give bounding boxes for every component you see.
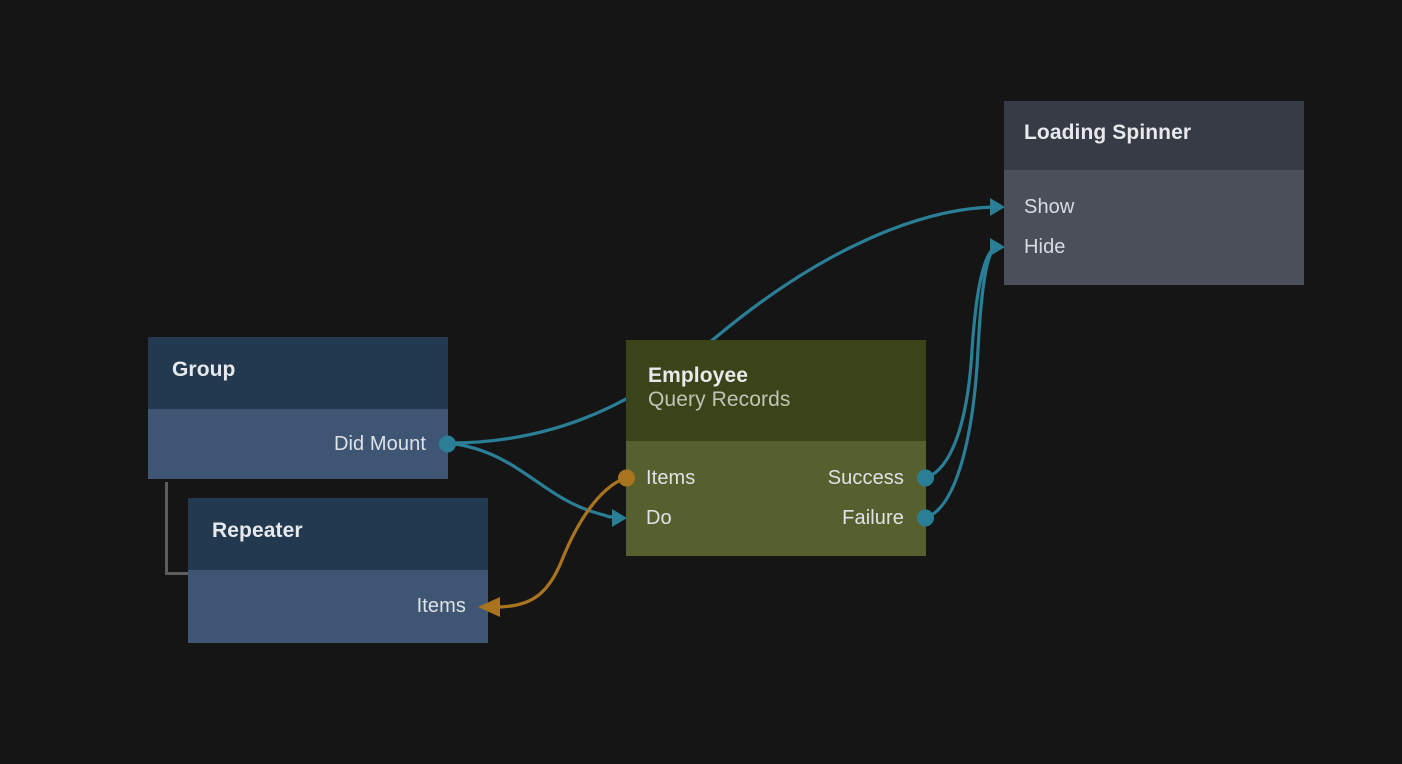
port-label-employee-do: Do	[646, 506, 672, 529]
node-repeater-header[interactable]: Repeater	[188, 498, 488, 570]
port-label-repeater-items: Items	[416, 595, 466, 617]
node-repeater[interactable]: Repeater Items	[188, 498, 488, 643]
port-row-spinner-show[interactable]: Show	[990, 187, 1304, 227]
node-repeater-title: Repeater	[212, 519, 303, 542]
node-loading-spinner[interactable]: Loading Spinner Show Hide	[990, 101, 1304, 285]
port-row-employee-items[interactable]: Items Success	[618, 458, 934, 498]
node-loading-spinner-header[interactable]: Loading Spinner	[1004, 101, 1304, 170]
port-label-spinner-hide: Hide	[1024, 235, 1066, 258]
node-group-title: Group	[172, 358, 236, 381]
node-loading-spinner-body: Show Hide	[990, 170, 1304, 285]
node-group[interactable]: Group Did Mount	[148, 337, 456, 479]
port-label-did-mount: Did Mount	[333, 432, 426, 455]
node-group-body: Did Mount	[148, 409, 456, 479]
node-employee-title: Employee	[648, 364, 749, 387]
port-label-spinner-show: Show	[1024, 195, 1075, 218]
port-row-repeater-items[interactable]: Items	[188, 570, 488, 643]
node-repeater-body: Items	[188, 570, 488, 643]
node-employee-header[interactable]: Employee Query Records	[626, 340, 926, 441]
port-row-employee-do[interactable]: Do Failure	[612, 498, 934, 538]
edge-success-to-hide	[923, 245, 998, 480]
port-label-employee-items: Items	[646, 466, 696, 489]
node-employee-subtitle: Query Records	[648, 387, 791, 411]
port-arrow-spinner-hide-icon[interactable]	[990, 238, 1005, 256]
port-arrow-spinner-show-icon[interactable]	[990, 198, 1005, 216]
port-arrow-employee-do-icon[interactable]	[612, 509, 627, 527]
tree-connector-group-to-repeater	[165, 482, 191, 575]
node-loading-spinner-title: Loading Spinner	[1024, 121, 1192, 144]
port-label-employee-success: Success	[827, 466, 904, 489]
node-employee[interactable]: Employee Query Records Items Success Do …	[612, 340, 934, 556]
port-dot-employee-failure-icon[interactable]	[917, 509, 934, 527]
port-row-spinner-hide[interactable]: Hide	[990, 227, 1304, 267]
node-employee-body: Items Success Do Failure	[612, 441, 934, 556]
edge-items-to-repeater-items	[490, 476, 627, 609]
port-dot-employee-success-icon[interactable]	[917, 469, 934, 487]
node-group-header[interactable]: Group	[148, 337, 448, 409]
port-dot-employee-items-icon[interactable]	[618, 469, 635, 487]
port-label-employee-failure: Failure	[842, 506, 904, 529]
port-row-did-mount[interactable]: Did Mount	[148, 409, 456, 479]
port-dot-did-mount-icon[interactable]	[439, 435, 456, 453]
edge-failure-to-hide	[923, 245, 998, 520]
